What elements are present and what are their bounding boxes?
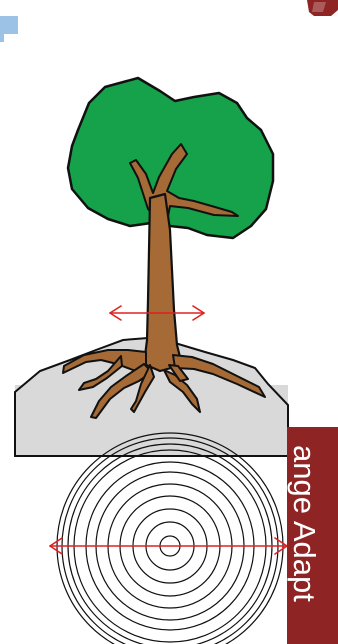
tree-ring-cross-section bbox=[57, 433, 283, 644]
side-banner-text: ange Adapt bbox=[289, 445, 320, 602]
side-banner: ange Adapt bbox=[287, 427, 338, 644]
ring-width-arrow bbox=[50, 538, 287, 554]
